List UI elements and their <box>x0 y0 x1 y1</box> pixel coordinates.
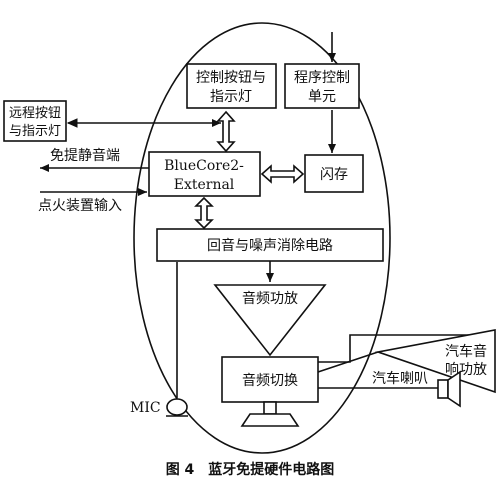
control-buttons-box <box>186 63 277 109</box>
remote-buttons-line1: 远程按钮 <box>9 106 61 121</box>
car-amp-line1: 汽车音 <box>445 343 487 360</box>
audio-amp-triangle <box>213 284 327 357</box>
ignition-label: 点火装置输入 <box>38 198 122 214</box>
control-buttons-line2: 指示灯 <box>210 89 252 105</box>
car-speaker-base <box>437 379 449 399</box>
program-control-box <box>284 63 360 109</box>
remote-link-arrow-left <box>66 118 78 128</box>
echo-cancel-label: 回音与噪声消除电路 <box>207 237 333 254</box>
audio-amp-label: 音频功放 <box>242 290 298 307</box>
car-amp-triangle <box>374 329 496 394</box>
program-control-line2: 单元 <box>308 89 336 105</box>
switch-speaker-cone <box>240 413 300 427</box>
mic-icon <box>166 398 188 416</box>
car-speaker-cone <box>447 370 461 408</box>
bluecore-line2: External <box>174 177 235 193</box>
switch-speaker-base <box>263 401 277 415</box>
bluecore-box <box>148 151 261 197</box>
bluecore-line1: BlueCore2- <box>164 158 244 174</box>
audio-switch-label: 音频切换 <box>242 372 298 389</box>
control-buttons-line1: 控制按钮与 <box>196 70 266 86</box>
car-speaker-label: 汽车喇叭 <box>372 370 428 387</box>
program-control-line1: 程序控制 <box>294 70 350 86</box>
bluecore-flash-double-arrow <box>260 164 305 184</box>
figure-caption: 图 4 蓝牙免提硬件电路图 <box>166 461 335 478</box>
mute-label: 免提静音端 <box>50 147 120 164</box>
switch-caramp-input-line <box>317 351 379 373</box>
module-boundary-ellipse <box>133 22 391 454</box>
audio-switch-box <box>221 356 319 403</box>
car-amp-line2: 响功放 <box>445 362 487 378</box>
remote-buttons-box <box>3 100 67 142</box>
mic-label: MIC <box>130 400 161 416</box>
bluecore-echo-double-arrow <box>194 196 214 230</box>
echo-cancel-box <box>156 228 384 262</box>
control-bluecore-double-arrow <box>216 110 236 153</box>
remote-buttons-line2: 与指示灯 <box>9 124 61 139</box>
flash-box <box>304 154 364 193</box>
flash-label: 闪存 <box>320 167 348 183</box>
